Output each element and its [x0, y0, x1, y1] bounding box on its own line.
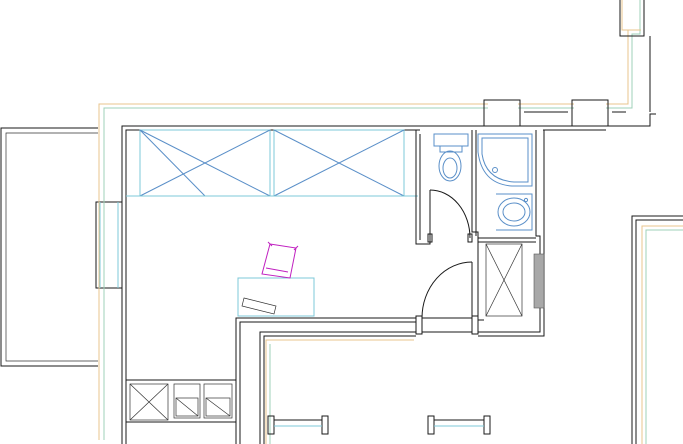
corridor-walls: [235, 317, 416, 444]
washbasin-icon: [496, 193, 533, 231]
right-adjoining-wall: [631, 215, 683, 444]
toilet-door: [427, 189, 473, 243]
chair-icon: [261, 241, 299, 279]
bottom-door-jambs: [267, 415, 491, 435]
wardrobe-icon: [126, 129, 418, 197]
shower-tray-icon: [477, 133, 533, 187]
toilet-icon: [433, 133, 469, 182]
window-left: [95, 201, 123, 289]
storage-closet: [485, 243, 545, 317]
desk-icon: [237, 277, 315, 317]
corridor-door: [415, 261, 479, 335]
balcony-icon: [0, 127, 98, 367]
outer-wall-outline: [98, 0, 641, 440]
top-wall: [121, 0, 656, 444]
bathroom-walls: [415, 130, 545, 337]
kitchen-counter-icon: [125, 379, 237, 423]
